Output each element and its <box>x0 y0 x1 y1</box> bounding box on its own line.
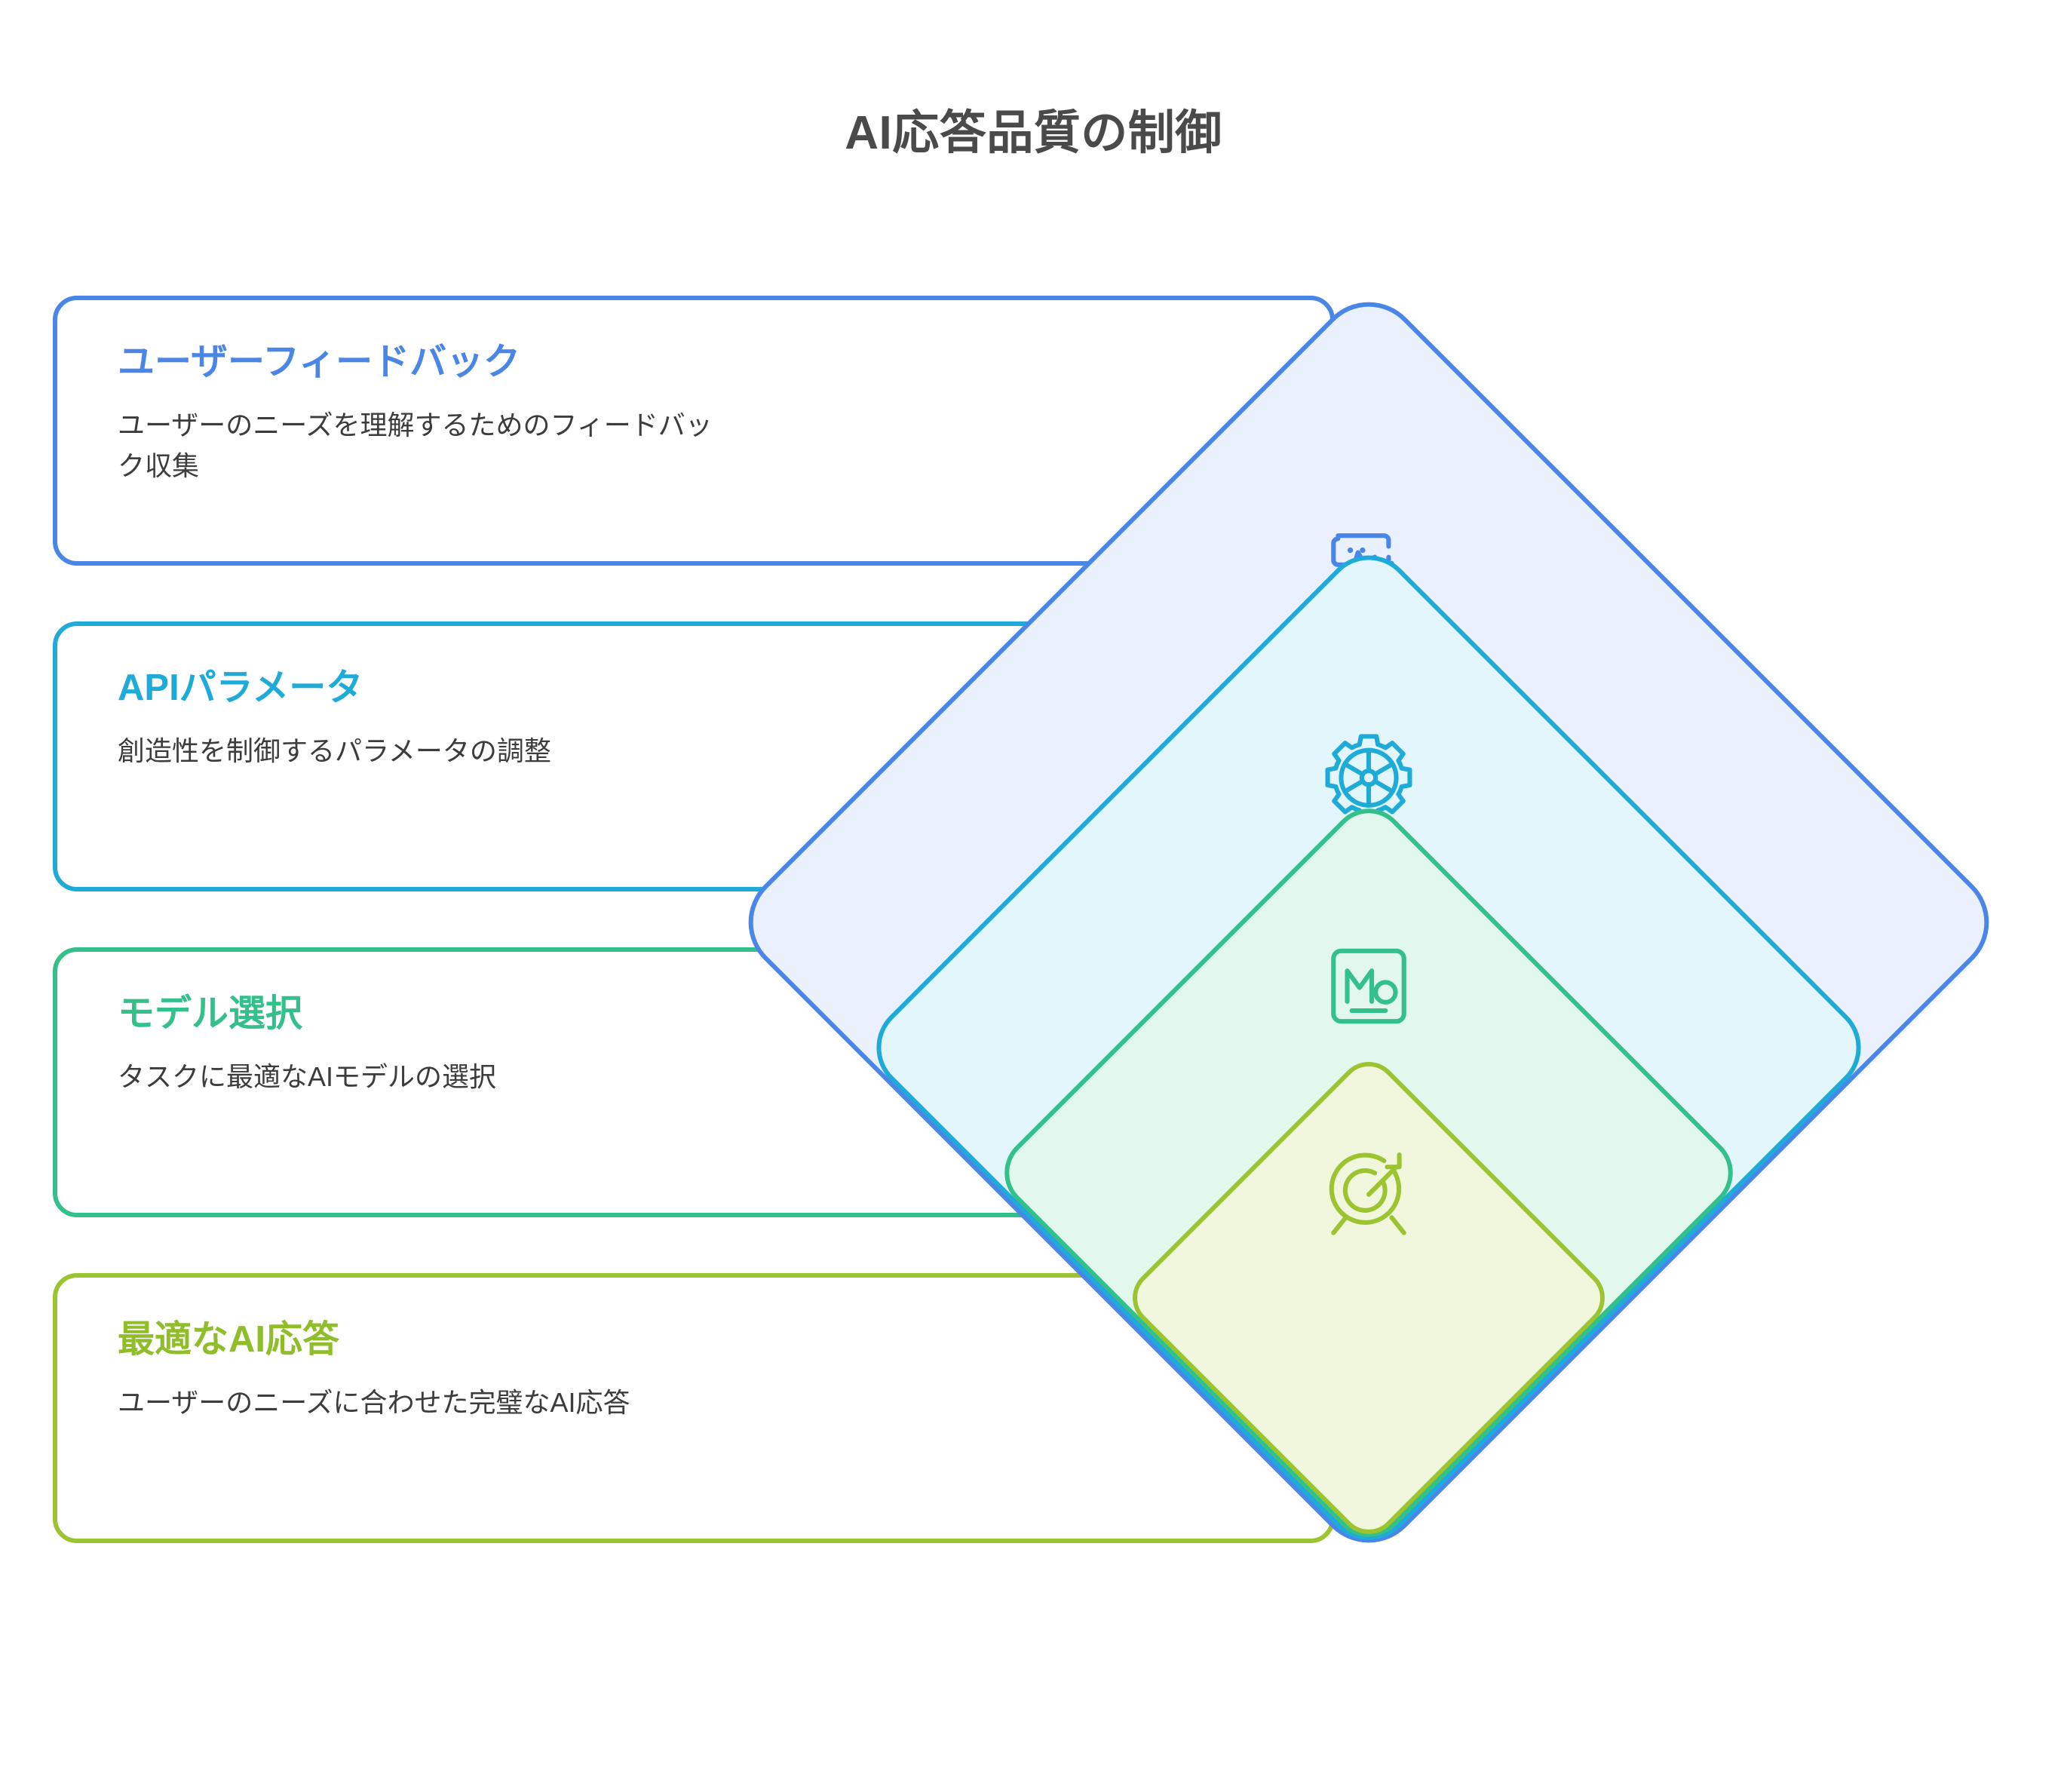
step-card-model-selection[interactable]: モデル選択 タスクに最適なAIモデルの選択 <box>53 947 1335 1217</box>
step-card-user-feedback[interactable]: ユーザーフィードバック ユーザーのニーズを理解するためのフィードバック収集 <box>53 296 1335 566</box>
diamond-model-selection[interactable] <box>989 793 1749 1553</box>
step-card-description: 創造性を制御するパラメータの調整 <box>118 735 551 767</box>
diamond-optimal-ai-response[interactable] <box>1120 1049 1618 1547</box>
step-card-title: モデル選択 <box>118 993 303 1034</box>
step-card-title: ユーザーフィードバック <box>118 342 521 382</box>
step-card-optimal-ai-response[interactable]: 最適なAI応答 ユーザーのニーズに合わせた完璧なAI応答 <box>53 1273 1335 1543</box>
step-card-title: 最適なAI応答 <box>118 1319 340 1360</box>
page-title: AI応答品質の制御 <box>845 107 1222 159</box>
target-arrow-icon <box>1320 1146 1418 1244</box>
step-card-description: ユーザーのニーズを理解するためのフィードバック収集 <box>118 410 713 482</box>
step-card-description: ユーザーのニーズに合わせた完璧なAI応答 <box>118 1387 630 1419</box>
model-badge-mo-icon <box>1320 937 1418 1036</box>
step-card-title: APIパラメータ <box>118 667 363 708</box>
step-card-description: タスクに最適なAIモデルの選択 <box>118 1061 497 1093</box>
